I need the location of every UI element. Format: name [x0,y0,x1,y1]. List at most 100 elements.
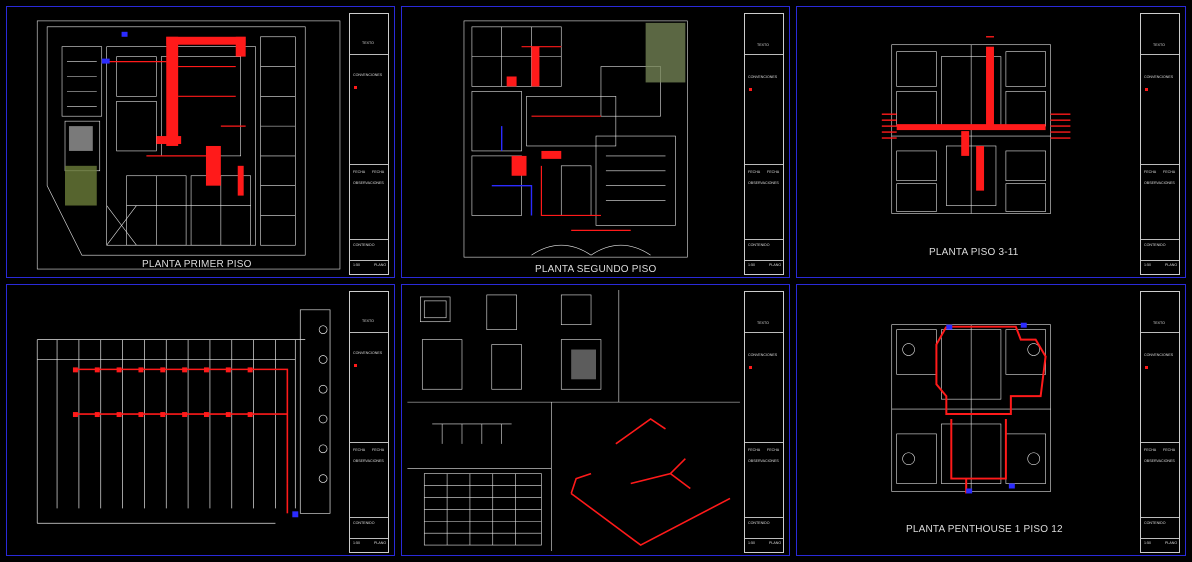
scale-label: 1:50 [748,263,755,267]
title-block: TEXTO CONVENCIONES FECHA FECHA OBSERVACI… [349,13,389,275]
title-block-header: TEXTO [362,41,374,45]
fecha-label: FECHA [1144,448,1157,452]
title-block-header: TEXTO [757,321,769,325]
fecha-label-2: FECHA [767,170,780,174]
divider [745,332,783,333]
divider [1141,54,1179,55]
observaciones-label: OBSERVACIONES [353,181,384,185]
divider [745,517,783,518]
title-block: TEXTO CONVENCIONES FECHA FECHA OBSERVACI… [1140,13,1180,275]
sheet-caption: PLANTA PISO 3-11 [929,247,1019,258]
title-block: TEXTO CONVENCIONES FECHA FECHA OBSERVACI… [349,291,389,553]
divider [350,538,388,539]
plano-label: PLANO [769,541,782,545]
fecha-label-2: FECHA [1163,170,1176,174]
divider [350,164,388,165]
fecha-label: FECHA [353,170,366,174]
drawing-sheet-3[interactable]: PLANTA PISO 3-11 TEXTO CONVENCIONES FECH… [796,6,1186,278]
title-block: TEXTO CONVENCIONES FECHA FECHA OBSERVACI… [1140,291,1180,553]
divider [350,260,388,261]
fecha-label: FECHA [748,170,761,174]
contenido-label: CONTENIDO [748,521,770,525]
legend-swatch [749,366,752,369]
floor-plan-drawing [36,20,341,270]
divider [1141,260,1179,261]
sheet-caption: PLANTA PENTHOUSE 1 PISO 12 [906,524,1063,535]
floor-plan-drawing [891,322,1051,494]
contenido-label: CONTENIDO [353,521,375,525]
plano-label: PLANO [374,263,387,267]
drawing-sheet-6[interactable]: PLANTA PENTHOUSE 1 PISO 12 TEXTO CONVENC… [796,284,1186,556]
divider [745,239,783,240]
fecha-label: FECHA [748,448,761,452]
drawing-sheet-5[interactable]: TEXTO CONVENCIONES FECHA FECHA OBSERVACI… [401,284,790,556]
observaciones-label: OBSERVACIONES [748,181,779,185]
plano-label: PLANO [1165,541,1178,545]
details-drawing [407,289,740,552]
title-block-header: TEXTO [1153,43,1165,47]
contenido-label: CONTENIDO [748,243,770,247]
drawing-sheet-1[interactable]: PLANTA PRIMER PISO TEXTO CONVENCIONES FE… [6,6,395,278]
conventions-label: CONVENCIONES [353,73,383,77]
plano-label: PLANO [769,263,782,267]
plano-label: PLANO [374,541,387,545]
title-block: TEXTO CONVENCIONES FECHA FECHA OBSERVACI… [744,291,784,553]
scale-label: 1:50 [353,541,360,545]
floor-plan-drawing [881,36,1071,214]
fecha-label-2: FECHA [767,448,780,452]
conventions-label: CONVENCIONES [748,75,778,79]
title-block-header: TEXTO [757,43,769,47]
sheet-caption: PLANTA PRIMER PISO [142,259,252,270]
title-block: TEXTO CONVENCIONES FECHA FECHA OBSERVACI… [744,13,784,275]
divider [1141,538,1179,539]
divider [745,54,783,55]
floor-plan-drawing [463,20,688,258]
drawing-sheet-2[interactable]: PLANTA SEGUNDO PISO TEXTO CONVENCIONES F… [401,6,790,278]
scale-label: 1:50 [748,541,755,545]
divider [350,54,388,55]
fecha-label-2: FECHA [372,170,385,174]
drawing-sheet-4[interactable]: TEXTO CONVENCIONES FECHA FECHA OBSERVACI… [6,284,395,556]
title-block-header: TEXTO [362,319,374,323]
observaciones-label: OBSERVACIONES [748,459,779,463]
divider [350,442,388,443]
divider [1141,239,1179,240]
riser-diagram-drawing [36,309,331,524]
divider [1141,332,1179,333]
scale-label: 1:50 [1144,541,1151,545]
plano-label: PLANO [1165,263,1178,267]
divider [745,164,783,165]
observaciones-label: OBSERVACIONES [353,459,384,463]
fecha-label-2: FECHA [1163,448,1176,452]
divider [1141,164,1179,165]
divider [1141,517,1179,518]
divider [745,538,783,539]
divider [350,332,388,333]
title-block-header: TEXTO [1153,321,1165,325]
sheet-caption: PLANTA SEGUNDO PISO [535,264,657,275]
fecha-label: FECHA [353,448,366,452]
observaciones-label: OBSERVACIONES [1144,459,1175,463]
divider [1141,442,1179,443]
legend-swatch [354,364,357,367]
scale-label: 1:50 [353,263,360,267]
contenido-label: CONTENIDO [1144,243,1166,247]
legend-swatch [749,88,752,91]
legend-swatch [1145,366,1148,369]
conventions-label: CONVENCIONES [353,351,383,355]
divider [350,517,388,518]
conventions-label: CONVENCIONES [1144,353,1174,357]
legend-swatch [1145,88,1148,91]
fecha-label: FECHA [1144,170,1157,174]
legend-swatch [354,86,357,89]
contenido-label: CONTENIDO [1144,521,1166,525]
conventions-label: CONVENCIONES [1144,75,1174,79]
divider [745,442,783,443]
contenido-label: CONTENIDO [353,243,375,247]
fecha-label-2: FECHA [372,448,385,452]
scale-label: 1:50 [1144,263,1151,267]
conventions-label: CONVENCIONES [748,353,778,357]
divider [745,260,783,261]
observaciones-label: OBSERVACIONES [1144,181,1175,185]
divider [350,239,388,240]
